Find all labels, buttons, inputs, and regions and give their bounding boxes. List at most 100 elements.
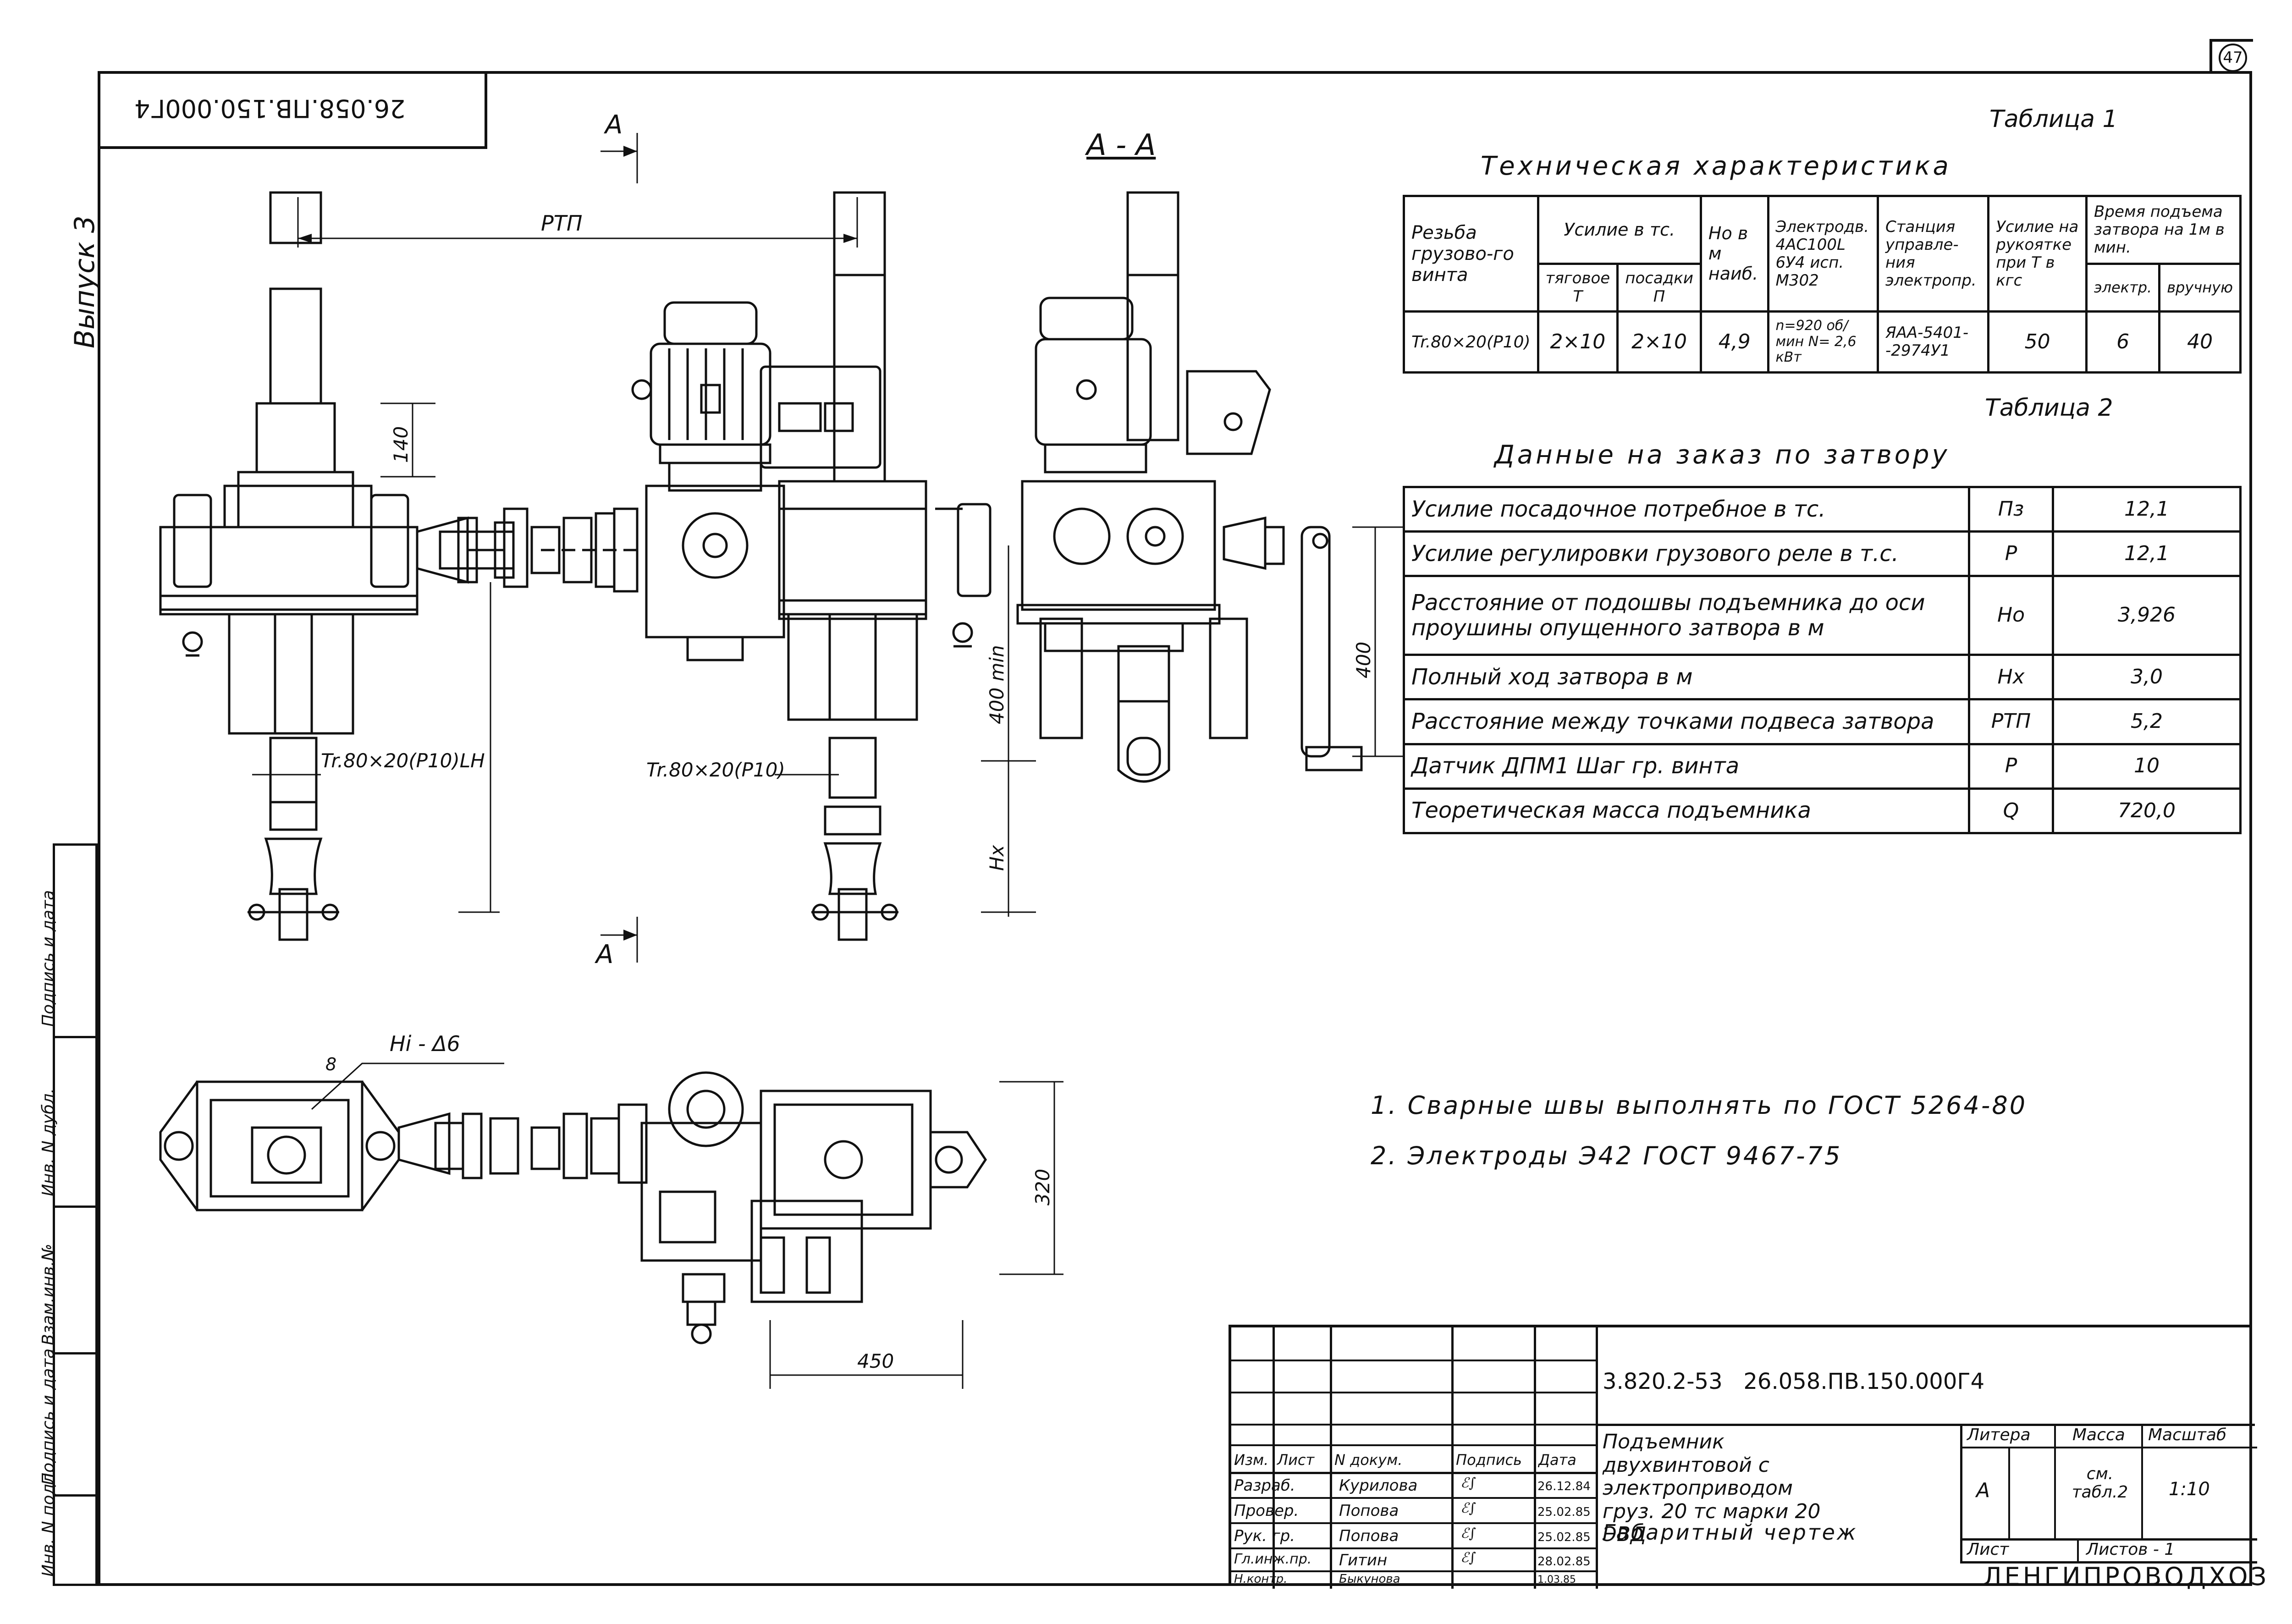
- rev-hline: [1231, 1472, 1598, 1474]
- t1-manual: 40: [2158, 310, 2242, 374]
- date-nkontr: 1.03.85: [1537, 1574, 1576, 1585]
- t2-name: Усилие регулировки грузового реле в т.с.: [1403, 530, 1970, 578]
- t1-thread: Tr.80×20(P10): [1403, 310, 1539, 374]
- dimension-lines: [252, 133, 1403, 1389]
- rev-col-izm: Изм.: [1234, 1451, 1269, 1469]
- t2-sym: Пз: [1968, 485, 2054, 533]
- t1-set: 2×10: [1616, 310, 1702, 374]
- t1-station: ЯАА-5401--2974У1: [1876, 310, 1990, 374]
- t2-val: 5,2: [2052, 698, 2242, 745]
- sheets-vline: [2077, 1538, 2079, 1561]
- ptp-label: РТП: [541, 211, 583, 236]
- litera-value: А: [1976, 1479, 1990, 1502]
- date-prover: 25.02.85: [1537, 1505, 1591, 1519]
- t2-val: 10: [2052, 743, 2242, 790]
- side-stamp-sep-2: [53, 1206, 98, 1208]
- t1-handle: 50: [1987, 310, 2088, 374]
- section-a-top: А: [605, 110, 623, 140]
- product-name: Подъемник двухвинтовой с электроприводом…: [1603, 1430, 1821, 1547]
- t2-row: Усилие регулировки грузового реле в т.с.…: [1403, 530, 2242, 578]
- dim-320: 320: [1031, 1168, 1054, 1206]
- sheet-number-box: 47: [2209, 39, 2253, 72]
- t1-h-pull: тяговое Т: [1537, 262, 1619, 313]
- date-glinzh: 28.02.85: [1537, 1555, 1591, 1569]
- t1-h-electro: электр.: [2085, 262, 2161, 313]
- rev-col-sign: Подпись: [1456, 1451, 1522, 1469]
- t1-motor: n=920 об/мин N= 2,6 кВт: [1767, 310, 1879, 374]
- table1-caption: Таблица 1: [1989, 105, 2118, 133]
- section-aa-title: А - А: [1086, 128, 1156, 162]
- dim-hx: Hx: [986, 845, 1008, 871]
- t2-name: Теоретическая масса подъемника: [1403, 787, 1970, 835]
- dim-450: 450: [857, 1350, 894, 1372]
- name-rukgr: Попова: [1339, 1527, 1399, 1545]
- title-block: Изм. Лист N докум. Подпись Дата Разраб. …: [1229, 1325, 2266, 1591]
- thread-right: Tr.80×20(P10): [646, 759, 785, 781]
- rev-vline: [1534, 1327, 1536, 1589]
- t2-val: 720,0: [2052, 787, 2242, 835]
- thread-left: Tr.80×20(P10)LH: [321, 749, 485, 772]
- rev-hline: [1231, 1424, 1598, 1426]
- rev-vline: [1330, 1327, 1332, 1589]
- rev-hline: [1231, 1570, 1598, 1572]
- table1: Резьба грузово-го винта Усилие в тс. Но …: [1403, 194, 2242, 374]
- top-code-box: 26.058.ПВ.150.000Г4: [98, 71, 487, 149]
- lms-hline: [1962, 1538, 2257, 1541]
- dim-400min: 400 min: [986, 645, 1008, 724]
- t1-h-manual: вручную: [2158, 262, 2242, 313]
- t2-row: Полный ход затвора в м Нх 3,0: [1403, 654, 2242, 701]
- t2-name: Усилие посадочное потребное в тс.: [1403, 485, 1970, 533]
- name-glinzh: Гитин: [1339, 1551, 1388, 1569]
- org-name: ЛЕНГИПРОВОДХОЗ: [1983, 1562, 2270, 1591]
- rev-hline: [1231, 1522, 1598, 1524]
- t2-val: 12,1: [2052, 485, 2242, 533]
- table2-caption: Таблица 2: [1985, 394, 2113, 422]
- t2-name: Датчик ДПМ1 Шаг гр. винта: [1403, 743, 1970, 790]
- t2-val: 12,1: [2052, 530, 2242, 578]
- t2-sym: Р: [1968, 743, 2054, 790]
- role-nkontr: Н.контр.: [1234, 1572, 1288, 1586]
- section-a-bottom: А: [596, 940, 614, 969]
- t2-name: Расстояние от подошвы подъемника до оси …: [1403, 575, 1970, 656]
- role-razrab: Разраб.: [1234, 1476, 1295, 1495]
- scale-label: Масштаб: [2148, 1426, 2227, 1444]
- rev-grid-lines: [1231, 1327, 1598, 1589]
- rev-col-doc: N докум.: [1334, 1451, 1403, 1469]
- rev-vline: [1596, 1327, 1598, 1589]
- rev-col-list: Лист: [1277, 1451, 1315, 1469]
- table2-title: Данные на заказ по затвору: [1494, 440, 1950, 470]
- doc-code-sep: [1598, 1424, 2255, 1426]
- side-stamp-sep-4: [53, 1494, 98, 1497]
- mass-label: Масса: [2072, 1426, 2125, 1444]
- rev-hline: [1231, 1497, 1598, 1499]
- lms-vline: [2008, 1447, 2010, 1538]
- t2-sym: Нх: [1968, 654, 2054, 701]
- t1-h-thread: Резьба грузово-го винта: [1403, 194, 1539, 313]
- doc-type: Габаритный чертеж: [1603, 1520, 1858, 1545]
- doc-code: 3.820.2-53 26.058.ПВ.150.000Г4: [1603, 1369, 1985, 1394]
- t2-row: Усилие посадочное потребное в тс. Пз 12,…: [1403, 485, 2242, 533]
- table1-title: Техническая характеристика: [1481, 151, 1951, 181]
- side-stamp: [53, 843, 98, 1586]
- sign-razrab: ℰ∫: [1460, 1475, 1476, 1491]
- sheets-row: Лист Листов - 1: [1960, 1538, 2257, 1563]
- rev-hline: [1231, 1547, 1598, 1549]
- t2-sym: Но: [1968, 575, 2054, 656]
- t2-sym: РТП: [1968, 698, 2054, 745]
- t2-val: 3,0: [2052, 654, 2242, 701]
- role-prover: Провер.: [1234, 1502, 1299, 1520]
- arrowheads: [298, 146, 857, 941]
- role-glinzh: Гл.инж.пр.: [1234, 1551, 1312, 1567]
- name-prover: Попова: [1339, 1502, 1399, 1520]
- left-screw-column: [159, 191, 419, 941]
- t1-pull: 2×10: [1537, 310, 1619, 374]
- side-stamp-sep-1: [53, 1036, 98, 1038]
- sheet-number: 47: [2219, 44, 2247, 72]
- note-1: 1. Сварные швы выполнять по ГОСТ 5264-80: [1371, 1091, 2028, 1120]
- rev-vline: [1273, 1327, 1275, 1589]
- t2-name: Расстояние между точками подвеса затвора: [1403, 698, 1970, 745]
- side-stamp-sep-3: [53, 1352, 98, 1354]
- litera-label: Литера: [1967, 1426, 2031, 1444]
- rev-hline: [1231, 1392, 1598, 1393]
